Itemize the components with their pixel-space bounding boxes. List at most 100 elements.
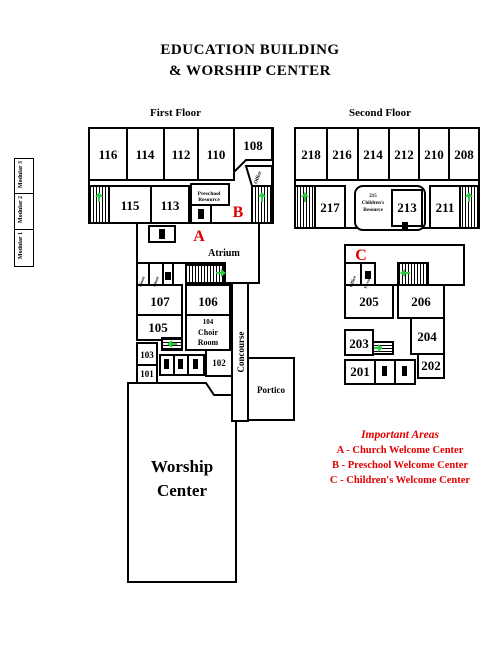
worship-center-label-2: Center <box>157 481 207 500</box>
room-103-label: 103 <box>140 350 154 360</box>
map-title-line2: & WORSHIP CENTER <box>169 63 331 79</box>
room-205-label: 205 <box>359 294 379 309</box>
arrow-left-icon <box>400 269 410 277</box>
stairwell-2-east <box>459 185 480 229</box>
legend: Important Areas A - Church Welcome Cente… <box>300 428 500 488</box>
room-203-label: 203 <box>349 336 369 351</box>
modular-buildings: Modular 3 Modular 2 Modular 1 <box>14 158 34 267</box>
room-105[interactable] <box>136 314 183 341</box>
room-211[interactable] <box>429 185 461 229</box>
room-110[interactable] <box>197 127 235 181</box>
room-211-label: 211 <box>436 200 455 215</box>
room-210-label: 210 <box>424 147 444 162</box>
first-floor-label: First Floor <box>150 107 202 119</box>
room-216-label: 216 <box>332 147 352 162</box>
room-212-label: 212 <box>394 147 414 162</box>
room-115-label: 115 <box>121 198 140 213</box>
room-104-label-2: Room <box>198 338 219 347</box>
room-114-label: 114 <box>136 147 155 162</box>
stairwell-east <box>251 185 273 224</box>
room-102[interactable] <box>205 349 233 377</box>
arrow-up-icon <box>301 192 309 202</box>
room-116-label: 116 <box>99 147 118 162</box>
room-202[interactable] <box>417 353 445 379</box>
preschool-label-1: Preschool <box>198 191 221 197</box>
legend-item-b: B - Preschool Welcome Center <box>331 460 469 471</box>
marker-a: A <box>193 228 205 245</box>
room-212[interactable] <box>388 127 420 181</box>
room-115[interactable] <box>108 185 152 224</box>
legend-item-c: C - Children's Welcome Center <box>329 475 471 486</box>
second-floor-label: Second Floor <box>349 107 412 119</box>
room-218-label: 218 <box>301 147 321 162</box>
elevator-icon <box>165 272 171 280</box>
elevator-second-label: Elevator <box>363 274 373 290</box>
room-202-label: 202 <box>421 358 441 373</box>
restroom-icon <box>193 359 198 369</box>
arrow-up-icon <box>95 192 103 202</box>
portico-label: Portico <box>257 385 285 395</box>
arrow-left-icon <box>167 340 177 348</box>
room-216[interactable] <box>326 127 359 181</box>
map-title-line1: EDUCATION BUILDING <box>160 42 340 58</box>
restroom-icon <box>382 366 387 376</box>
room-208[interactable] <box>448 127 480 181</box>
worship-center-label-1: Worship <box>151 457 213 476</box>
marker-c: C <box>355 247 367 264</box>
room-205[interactable] <box>344 284 394 319</box>
office-first-label: Office <box>254 170 263 185</box>
room-110-label: 110 <box>207 147 226 162</box>
room-113-label: 113 <box>161 198 180 213</box>
room-214-label: 214 <box>363 147 383 162</box>
preschool-label-2: Resource <box>198 197 220 203</box>
room-201-label: 201 <box>350 364 370 379</box>
marker-b: B <box>233 204 244 221</box>
atrium-label: Atrium <box>208 248 240 259</box>
room-214[interactable] <box>357 127 390 181</box>
room-108-label: 108 <box>243 138 263 153</box>
room-215-label-2: Resource <box>363 208 383 213</box>
room-213[interactable] <box>391 189 423 227</box>
arrow-up-icon <box>258 192 266 202</box>
room-206[interactable] <box>397 284 445 319</box>
concourse-label: Concourse <box>236 331 246 372</box>
worship-center[interactable] <box>127 382 237 583</box>
arrow-right-icon <box>216 269 226 277</box>
room-104-num-label: 104 <box>203 318 214 326</box>
room-108[interactable] <box>233 127 273 175</box>
arrow-up-icon <box>465 192 473 202</box>
restroom-icon <box>402 366 407 376</box>
restroom-icon <box>159 229 165 239</box>
room-213-label: 213 <box>397 200 417 215</box>
stairwell-west <box>88 185 110 224</box>
arrow-right-icon <box>374 344 383 352</box>
room-206-label: 206 <box>411 294 431 309</box>
restroom-icon <box>178 359 183 369</box>
legend-item-a: A - Church Welcome Center <box>336 445 464 456</box>
room-104-label-1: Choir <box>198 328 218 337</box>
portico[interactable] <box>247 357 295 421</box>
room-101-label: 101 <box>140 369 154 379</box>
room-102-label: 102 <box>212 358 226 368</box>
legend-heading: Important Areas <box>361 429 439 441</box>
room-215-num-label: 215 <box>369 194 377 199</box>
room-215-label-1: Children's <box>362 201 384 206</box>
room-217[interactable] <box>314 185 346 229</box>
closet-1-label: Closet <box>137 275 146 287</box>
restroom-icon <box>402 222 408 230</box>
closet-2-label: Closet <box>151 275 160 287</box>
room-106-label: 106 <box>198 294 218 309</box>
room-204[interactable] <box>410 317 445 355</box>
room-114[interactable] <box>126 127 165 181</box>
room-217-label: 217 <box>320 200 340 215</box>
restroom-icon <box>198 209 204 219</box>
room-107-label: 107 <box>150 294 170 309</box>
room-208-label: 208 <box>454 147 474 162</box>
room-105-label: 105 <box>148 320 168 335</box>
office-second-label: Office <box>348 275 357 288</box>
restroom-icon <box>164 359 169 369</box>
room-204-label: 204 <box>417 329 437 344</box>
elevator-icon <box>365 271 371 279</box>
room-112-label: 112 <box>172 147 191 162</box>
